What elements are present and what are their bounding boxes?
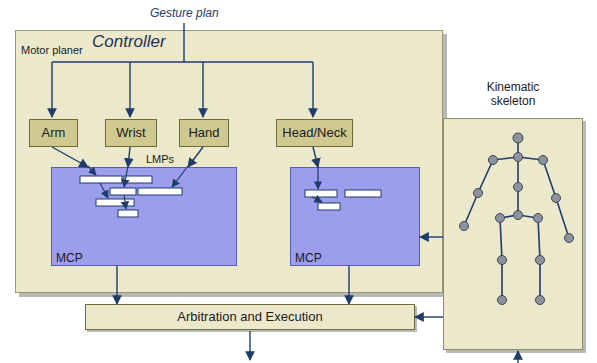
- text-holder: MCP: [295, 248, 322, 266]
- process-box: Hand: [179, 119, 229, 147]
- primitive-bar: [80, 176, 122, 183]
- mcp-box: MCP: [51, 167, 237, 266]
- joint: [552, 194, 561, 203]
- node-text: Wrist: [116, 126, 145, 141]
- connector-arrow: [188, 147, 203, 167]
- joint: [498, 296, 507, 305]
- primitive-bar: [110, 188, 136, 195]
- text-holder: Head/Neck: [277, 120, 352, 146]
- joint: [489, 156, 498, 165]
- skeleton-figure: [460, 133, 574, 305]
- joint: [496, 214, 505, 223]
- text-holder: Wrist: [106, 120, 156, 146]
- mcp-box: MCP: [290, 167, 420, 266]
- label-holder: LMPs: [146, 149, 174, 167]
- connector-arrow: [313, 147, 318, 167]
- text-holder: Controller: [92, 32, 166, 52]
- node-text: MCP: [295, 251, 322, 265]
- text-holder: Arm: [30, 120, 77, 146]
- skeleton-panel: Kinematic skeleton: [443, 118, 583, 350]
- process-box: Wrist: [105, 119, 157, 147]
- process-box: Arbitration and Execution: [85, 304, 415, 330]
- node-text: Kinematic skeleton: [473, 81, 553, 109]
- input-arrow: [517, 351, 518, 363]
- link-arrow: [312, 197, 322, 202]
- primitive-bar: [124, 176, 152, 183]
- group-label: LMPs: [146, 153, 174, 165]
- joint: [565, 234, 574, 243]
- primitive-bar: [96, 199, 134, 206]
- text-holder: Kinematic skeleton: [444, 81, 582, 109]
- text-holder: Motor planer: [21, 40, 83, 58]
- bone: [517, 138, 519, 215]
- link-arrow: [100, 183, 108, 198]
- joint: [498, 256, 507, 265]
- label-holder: Gesture plan: [150, 3, 219, 21]
- link-arrow: [124, 166, 128, 187]
- process-box: Head/Neck: [276, 119, 353, 147]
- text-holder: MCP: [56, 248, 83, 266]
- trunk-line: [183, 23, 184, 62]
- node-text: Motor planer: [21, 44, 83, 56]
- node-text: MCP: [56, 251, 83, 265]
- joint: [539, 156, 548, 165]
- connector-arrow: [52, 147, 88, 167]
- primitive-bar: [138, 188, 182, 195]
- node-text: Arbitration and Execution: [177, 310, 322, 325]
- bone: [543, 160, 569, 238]
- text-holder: Arbitration and Execution: [86, 305, 414, 329]
- node-text: Head/Neck: [282, 126, 346, 141]
- joint: [534, 214, 543, 223]
- branch-arrow: [202, 62, 203, 117]
- branch-line: [52, 61, 313, 62]
- primitive-links: [88, 166, 322, 209]
- primitive-bar: [118, 210, 138, 217]
- branch-arrow: [129, 62, 130, 117]
- gesture-branch: [52, 23, 518, 363]
- node-text: Controller: [92, 32, 166, 51]
- link-arrow: [172, 166, 188, 187]
- bone: [493, 157, 543, 160]
- primitive-bar: [318, 203, 340, 210]
- joint: [536, 296, 545, 305]
- connector-arrow: [420, 236, 443, 237]
- link-arrow: [88, 166, 96, 175]
- primitive-bar: [345, 190, 381, 197]
- joint: [460, 222, 469, 231]
- node-text: Hand: [188, 126, 219, 141]
- node-text: Arm: [42, 126, 66, 141]
- connector-arrow: [348, 266, 349, 304]
- joint: [513, 133, 523, 143]
- text-holder: Hand: [180, 120, 228, 146]
- primitive-bar: [305, 190, 337, 197]
- link-arrow: [317, 166, 318, 189]
- branch-arrow: [51, 62, 52, 117]
- primitive-bars: [80, 176, 381, 217]
- process-box: Arm: [29, 119, 78, 147]
- input-label: Gesture plan: [150, 6, 219, 20]
- connector-arrow: [128, 147, 130, 167]
- connector-arrow: [116, 266, 117, 304]
- joint: [474, 189, 483, 198]
- joint: [514, 153, 523, 162]
- controller-panel: ControllerMotor planerArm Wrist Hand Head/N…: [15, 30, 443, 293]
- connector-arrow: [415, 316, 443, 317]
- bone: [500, 215, 538, 218]
- link-arrow: [124, 195, 126, 209]
- joint: [514, 211, 523, 220]
- output-arrow: [249, 331, 250, 360]
- joint: [514, 183, 523, 192]
- branch-arrow: [312, 62, 313, 117]
- bone: [538, 218, 540, 300]
- bone: [464, 160, 493, 226]
- joint: [536, 256, 545, 265]
- bone: [500, 218, 502, 300]
